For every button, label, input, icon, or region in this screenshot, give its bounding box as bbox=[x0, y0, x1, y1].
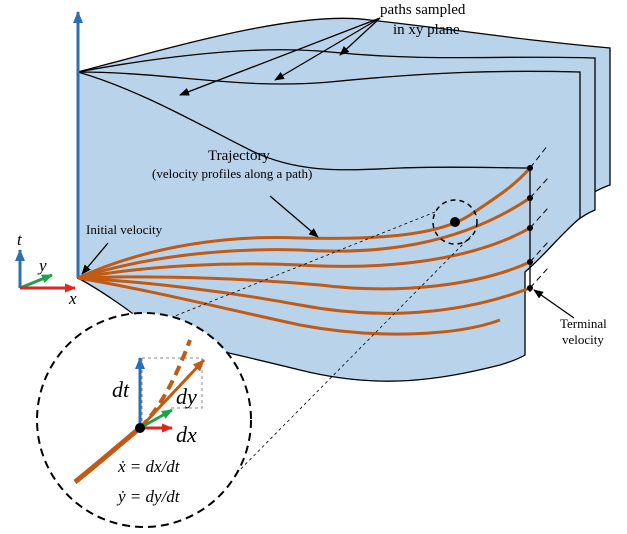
trajectory-arrow bbox=[269, 195, 319, 238]
paths-arrows bbox=[179, 17, 381, 96]
axis-label-t: t bbox=[17, 230, 23, 249]
terminal-arrow bbox=[533, 289, 575, 319]
zoom-eq1: ẋ = dx/dt bbox=[117, 457, 181, 476]
highlight-point bbox=[450, 217, 460, 227]
zoom-eq2: ẏ = dy/dt bbox=[116, 487, 181, 506]
trajectory-curves bbox=[77, 167, 532, 336]
label-terminal-line2: velocity bbox=[562, 332, 604, 347]
label-initial-velocity: Initial velocity bbox=[86, 222, 163, 237]
label-trajectory-title: Trajectory bbox=[208, 148, 270, 164]
highlight-circle bbox=[432, 199, 478, 245]
initial-velocity-arrow bbox=[81, 242, 109, 275]
label-paths-line1: paths sampled bbox=[380, 2, 466, 18]
path-curve-front bbox=[77, 71, 531, 171]
axis-label-x: x bbox=[68, 289, 77, 308]
axes-triad bbox=[15, 249, 76, 293]
zoom-label-dx: dx bbox=[176, 422, 197, 447]
label-trajectory-sub: (velocity profiles along a path) bbox=[152, 166, 312, 181]
zoom-label-dy: dy bbox=[176, 384, 197, 409]
label-terminal-line1: Terminal bbox=[560, 316, 607, 331]
terminal-dashes bbox=[529, 144, 549, 289]
terminal-dots bbox=[527, 165, 533, 291]
zoom-projection-lines bbox=[139, 211, 476, 496]
zoom-content bbox=[73, 339, 206, 484]
zoom-label-dt: dt bbox=[112, 377, 130, 402]
axis-label-y: y bbox=[37, 256, 47, 275]
label-paths-line2: in xy plane bbox=[393, 22, 460, 38]
